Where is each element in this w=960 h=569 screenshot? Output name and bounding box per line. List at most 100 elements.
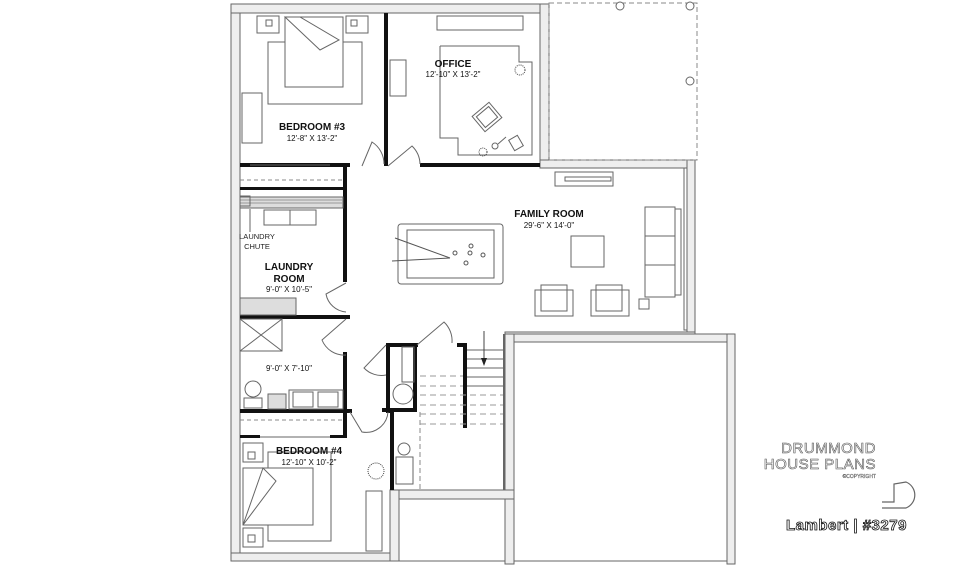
dresser xyxy=(241,92,263,144)
wall-bed3-office xyxy=(384,13,388,166)
wall-bed4-right xyxy=(343,413,347,438)
post-icon xyxy=(685,1,695,11)
wall-laundry-bottom xyxy=(240,315,350,319)
pool-ball xyxy=(480,252,486,258)
shower-x xyxy=(239,318,283,352)
outer-wall-family-right xyxy=(686,159,696,339)
arrow-head-icon xyxy=(481,358,487,366)
dryer-icon xyxy=(289,209,317,226)
sofa-back xyxy=(674,208,682,296)
side-table xyxy=(638,298,650,310)
wall-closet xyxy=(330,435,347,438)
lamp-icon xyxy=(265,19,273,27)
sink-icon xyxy=(317,391,339,408)
porch-area xyxy=(398,498,506,562)
door-swing xyxy=(416,321,453,346)
armchair-icon xyxy=(590,284,630,317)
room-dims-bathroom: 9'-0" X 7'-10" xyxy=(266,364,312,373)
laundry-chute-icon xyxy=(239,195,251,207)
post-icon xyxy=(615,1,625,11)
brand-line1: DRUMMOND xyxy=(781,440,876,457)
room-dims-bedroom3: 12'-8" X 13'-2" xyxy=(287,134,338,143)
sofa-icon xyxy=(644,206,676,298)
room-dims-office: 12'-10" X 13'-2" xyxy=(426,70,481,79)
room-dims-family: 29'-6" X 14'-0" xyxy=(524,221,575,230)
stairs xyxy=(420,349,503,425)
washer-icon xyxy=(263,209,291,226)
nightstand xyxy=(242,442,264,463)
pool-table-icon xyxy=(397,223,504,285)
outer-wall-top xyxy=(230,3,550,14)
nightstand xyxy=(345,15,369,34)
dresser xyxy=(365,490,383,552)
coffee-table xyxy=(570,235,605,268)
wall-closet-right xyxy=(413,343,417,411)
wall-hall-left xyxy=(390,412,394,490)
room-dims-bedroom4: 12'-10" X 10'-2" xyxy=(282,458,337,467)
laundry-cabinet xyxy=(239,297,297,316)
pool-ball xyxy=(452,250,458,256)
shower-icon xyxy=(239,318,283,352)
outer-wall-office-right xyxy=(539,3,550,167)
brand-line2: HOUSE PLANS xyxy=(763,456,876,473)
inner-wall-line xyxy=(683,167,688,331)
cabinet xyxy=(389,59,407,97)
utility-unit xyxy=(395,456,414,485)
post-icon xyxy=(685,76,695,86)
lamp-arm xyxy=(497,136,507,145)
wall-closet-left xyxy=(386,343,390,413)
outer-wall-stair-bottom xyxy=(389,489,515,500)
vanity xyxy=(288,389,344,410)
room-name-bedroom4: BEDROOM #4 xyxy=(276,446,343,457)
brand-logo: DRUMMOND HOUSE PLANS ©COPYRIGHT xyxy=(763,440,876,481)
door-swing xyxy=(349,411,389,433)
room-name-family: FAMILY ROOM xyxy=(514,209,583,220)
wall-bath-right xyxy=(343,352,347,412)
outer-wall-left xyxy=(230,3,241,562)
outer-wall-bump xyxy=(389,489,400,562)
wall-stair-left xyxy=(463,343,467,428)
brand-copyright: ©COPYRIGHT xyxy=(842,474,876,480)
lamp-icon xyxy=(350,19,358,27)
sink-icon xyxy=(292,391,314,408)
garage-floor xyxy=(513,341,728,562)
door-swing xyxy=(321,318,347,356)
patio-outline xyxy=(548,2,698,161)
door-swing xyxy=(325,282,347,313)
nightstand xyxy=(256,15,280,34)
garage-wall-left xyxy=(504,333,515,565)
lamp-icon xyxy=(247,451,256,460)
wall-closet-bottom xyxy=(382,408,417,412)
wall-bath-bottom xyxy=(240,409,352,413)
wall-closet-top xyxy=(386,343,418,347)
bed-cover-fold xyxy=(242,467,277,526)
pool-ball xyxy=(463,260,469,266)
room-name-bedroom3: BEDROOM #3 xyxy=(279,122,346,133)
plant-icon xyxy=(367,462,385,480)
laundry-chute-label-1: LAUNDRY xyxy=(239,232,275,241)
pool-table-felt xyxy=(406,229,495,279)
laundry-chute-label-2: CHUTE xyxy=(244,242,270,251)
pool-cue xyxy=(391,257,451,262)
utility-icon xyxy=(397,442,411,456)
plant-icon xyxy=(514,64,526,76)
pool-ball xyxy=(468,243,474,249)
fireplace xyxy=(554,171,614,187)
garage-wall-right xyxy=(726,333,736,565)
plant-icon xyxy=(478,147,488,157)
office-chair-icon xyxy=(471,101,503,133)
pool-cue xyxy=(394,237,451,259)
bed-cover-fold xyxy=(283,16,341,51)
door-swing xyxy=(363,344,387,376)
armchair-icon xyxy=(534,284,574,317)
door-swing xyxy=(387,145,421,167)
room-name-laundry-2: ROOM xyxy=(273,274,304,285)
room-dims-laundry: 9'-0" X 10'-5" xyxy=(266,285,312,294)
room-name-office: OFFICE xyxy=(435,59,472,70)
stair-wall xyxy=(503,334,505,490)
bath-cabinet xyxy=(267,393,287,410)
wall-stair-top xyxy=(457,343,467,347)
toilet-icon xyxy=(244,380,262,398)
shelf xyxy=(436,15,524,31)
